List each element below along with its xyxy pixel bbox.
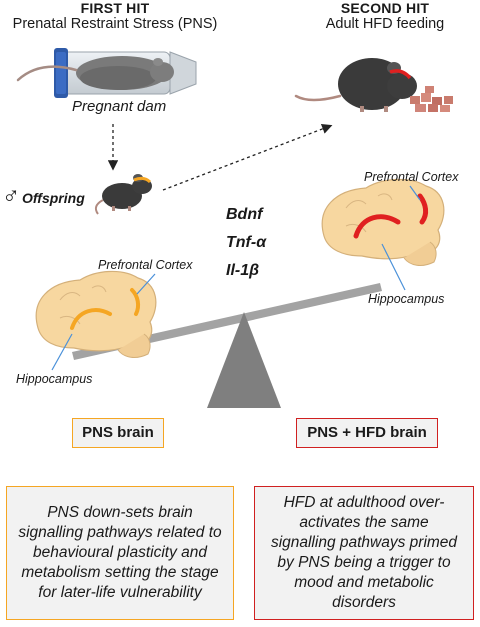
left-summary-box: PNS down-sets brain signalling pathways … (6, 486, 234, 620)
first-hit-subtitle: Prenatal Restraint Stress (PNS) (12, 16, 218, 32)
second-hit-subtitle: Adult HFD feeding (325, 16, 445, 32)
male-symbol-icon: ♂ (2, 182, 20, 209)
gene-tnf-alpha: Tnf-α (226, 234, 267, 251)
pregnant-dam-mouse-icon (16, 56, 174, 90)
left-pfc-label: Prefrontal Cortex (98, 258, 193, 272)
right-brain-icon (321, 178, 445, 266)
right-pfc-pointer (409, 185, 421, 201)
left-brain-icon (35, 270, 157, 358)
pregnant-dam-label: Pregnant dam (72, 98, 167, 115)
left-hippocampus-label: Hippocampus (16, 372, 93, 386)
first-hit-title: FIRST HIT (80, 0, 150, 16)
offspring-label: Offspring (22, 190, 85, 206)
left-hippo-pointer (51, 333, 73, 371)
left-pfc-pointer (136, 273, 156, 295)
offspring-to-adult-arrow (162, 123, 333, 191)
left-summary-text: PNS down-sets brain signalling pathways … (18, 504, 222, 601)
right-hippocampus-label: Hippocampus (368, 292, 445, 306)
pns-hfd-brain-label: PNS + HFD brain (296, 418, 438, 448)
second-hit-title: SECOND HIT (340, 0, 430, 16)
gene-il1-beta: Il-1β (226, 262, 260, 279)
right-summary-text: HFD at adulthood over-activates the same… (270, 494, 458, 611)
right-hippo-pointer (381, 243, 406, 291)
gene-bdnf: Bdnf (226, 206, 263, 223)
right-pfc-label: Prefrontal Cortex (364, 170, 459, 184)
hfd-pellets-icon (410, 86, 453, 112)
pns-brain-label: PNS brain (72, 418, 164, 448)
right-summary-box: HFD at adulthood over-activates the same… (254, 486, 474, 620)
offspring-mouse-icon (94, 174, 152, 215)
adult-hfd-mouse-icon (294, 58, 417, 112)
